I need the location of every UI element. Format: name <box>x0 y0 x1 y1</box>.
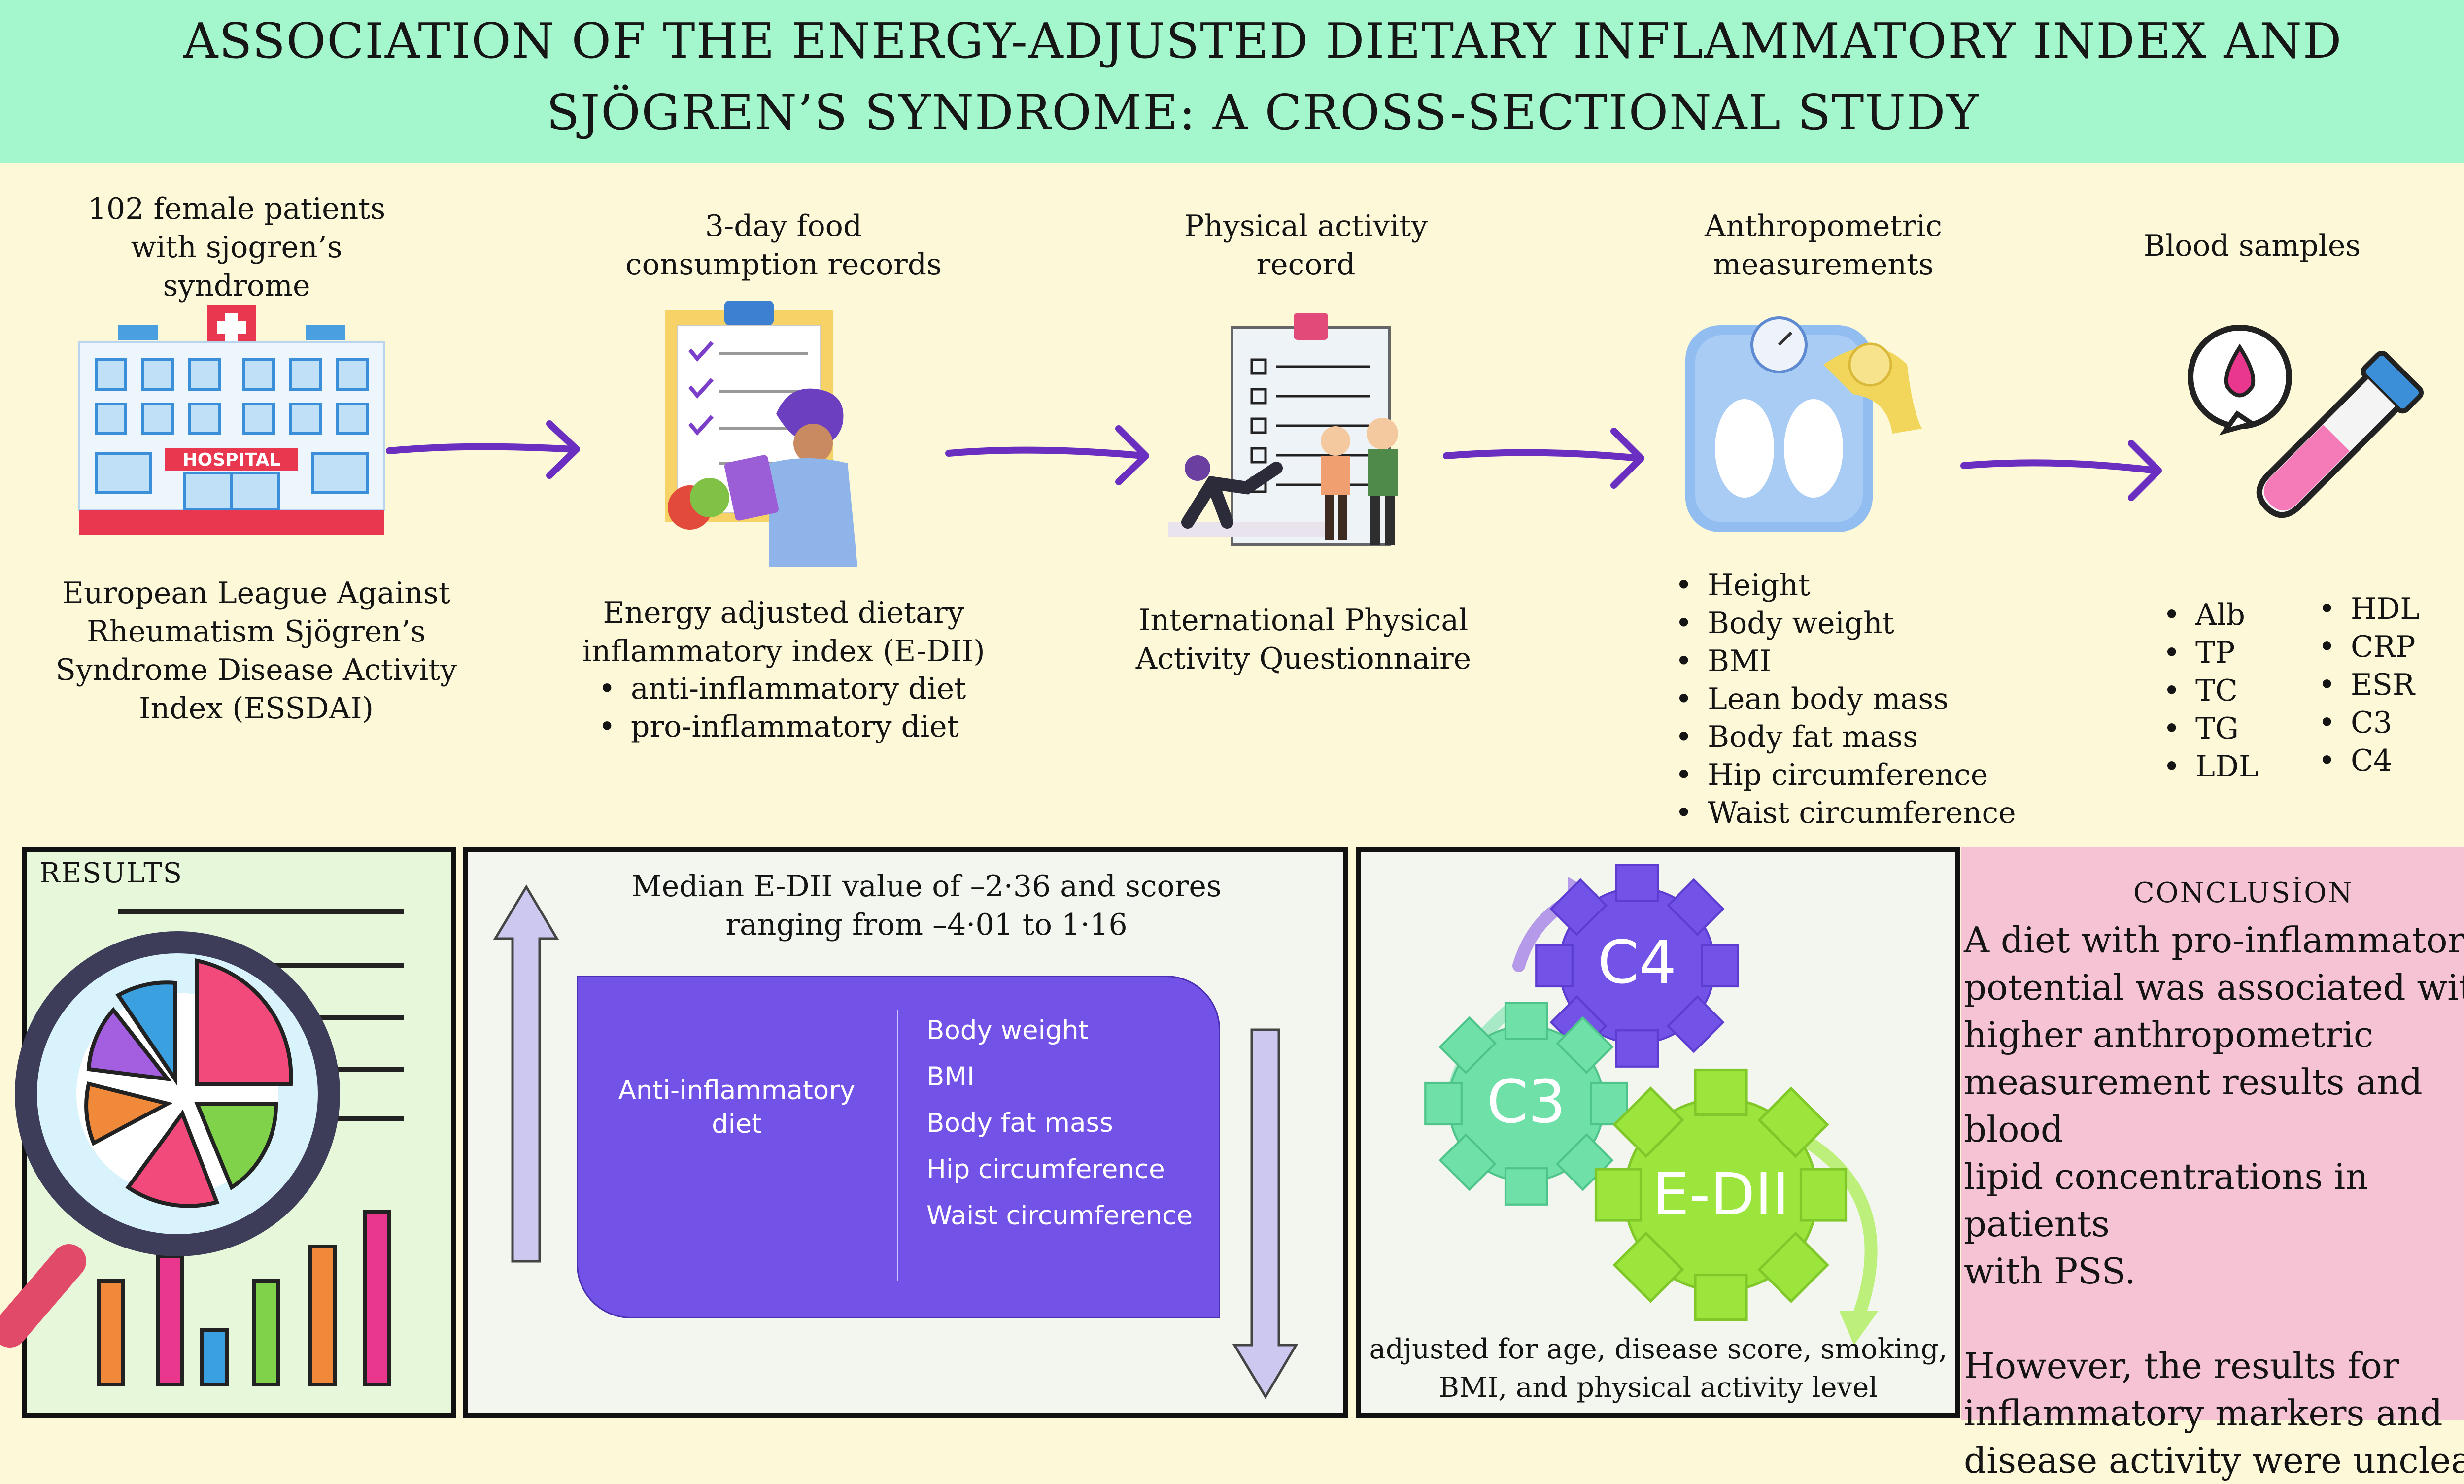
step-5-label: Blood samples <box>2060 227 2444 265</box>
list-item: BMI <box>926 1062 975 1092</box>
conclusion-panel <box>1961 847 2464 1420</box>
list-item: Lean body mass <box>1675 680 2151 718</box>
conclusion-line: A diet with pro-inflammatory <box>1964 919 2464 961</box>
conclusion-line: However, the results for <box>1964 1345 2399 1386</box>
box-item-list: Body weight BMI Body fat mass Hip circum… <box>926 1008 1212 1239</box>
step-1-label: 102 female patients with sjogren’s syndr… <box>64 190 409 305</box>
arrow-1 <box>386 443 578 454</box>
list-item: CRP <box>2318 628 2464 666</box>
list-item: C3 <box>2318 704 2464 742</box>
anthropometric-list: Height Body weight BMI Lean body mass Bo… <box>1668 567 2151 832</box>
conclusion-heading: CONCLUSİON <box>2133 877 2354 909</box>
conclusion-line: disease activity were unclear <box>1964 1440 2464 1481</box>
gear-edii-label: E-DII <box>1652 1160 1789 1228</box>
step-2-desc-line: inflammatory index (E-DII) <box>582 634 985 669</box>
conclusion-line: lipid concentrations in patients <box>1964 1156 2368 1245</box>
results-magnifier-icon <box>0 909 404 1386</box>
step-2-desc-line: Energy adjusted dietary <box>603 596 964 630</box>
step-1-label-line: 102 female patients <box>87 192 386 226</box>
conclusion-line: inflammatory markers and <box>1964 1392 2443 1434</box>
adjusted-line: BMI, and physical activity level <box>1438 1372 1878 1404</box>
list-item: pro-inflammatory diet <box>598 708 1074 746</box>
list-item: ESR <box>2318 666 2464 704</box>
scale-icon <box>1685 316 1922 532</box>
flow-arrows <box>386 420 2162 501</box>
blood-markers-list-1: Alb TP TC TG LDL <box>2156 596 2343 786</box>
list-item: Alb <box>2163 596 2343 634</box>
gear-c3-label: C3 <box>1487 1068 1566 1137</box>
list-item: Waist circumference <box>926 1201 1193 1231</box>
box-left-label: Anti-inflammatory diet <box>596 1074 877 1141</box>
list-item: Body weight <box>926 1015 1089 1046</box>
step-1-label-line: with sjogren’s <box>131 230 342 265</box>
step-1-desc-line: Rheumatism Sjögren’s <box>87 614 426 649</box>
list-item: Waist circumference <box>1675 794 2151 832</box>
list-item: Body fat mass <box>926 1108 1113 1138</box>
step-4-label-line: Anthropometric <box>1704 209 1943 243</box>
step-3-desc-line: International Physical <box>1138 603 1469 638</box>
list-item: BMI <box>1675 642 2151 680</box>
median-line: ranging from –4·01 to 1·16 <box>725 908 1128 942</box>
step-3-desc-line: Activity Questionnaire <box>1135 641 1472 676</box>
diet-type-list: anti-inflammatory diet pro-inflammatory … <box>591 670 1074 746</box>
trend-arrows <box>493 884 1299 1399</box>
adjusted-note: adjusted for age, disease score, smoking… <box>1360 1330 1956 1407</box>
step-4-label: Anthropometric measurements <box>1631 207 2016 284</box>
conclusion-line: potential was associated with <box>1964 967 2464 1008</box>
list-item: TC <box>2163 672 2343 710</box>
activity-record-icon <box>1168 313 1398 546</box>
list-item: Height <box>1675 567 2151 605</box>
box-left-line: Anti-inflammatory <box>618 1076 856 1106</box>
step-2-desc: Energy adjusted dietary inflammatory ind… <box>532 594 1035 671</box>
up-arrow-icon <box>493 884 559 1263</box>
step-1-desc-line: Index (ESSDAI) <box>138 691 374 726</box>
hospital-sign: HOSPITAL <box>182 450 280 470</box>
step-2-label-line: consumption records <box>625 247 942 282</box>
step-5-label-line: Blood samples <box>2143 229 2361 263</box>
step-1-desc: European League Against Rheumatism Sjögr… <box>39 574 473 728</box>
step-2-label: 3-day food consumption records <box>591 207 976 284</box>
list-item: TG <box>2163 710 2343 748</box>
diet-effect-box <box>577 976 1220 1318</box>
step-1-desc-line: European League Against <box>62 576 450 610</box>
conclusion-line: higher anthropometric <box>1964 1014 2374 1055</box>
list-item: Hip circumference <box>1675 756 2151 794</box>
adjusted-line: adjusted for age, disease score, smoking… <box>1369 1333 1948 1365</box>
results-label: RESULTS <box>39 857 183 889</box>
blood-markers-list-2: HDL CRP ESR C3 C4 <box>2311 590 2464 780</box>
conclusion-line: measurement results and blood <box>1964 1061 2423 1150</box>
list-item: Hip circumference <box>926 1154 1165 1184</box>
list-item: TP <box>2163 634 2343 672</box>
step-3-desc: International Physical Activity Question… <box>1074 601 1533 678</box>
box-left-line: diet <box>712 1109 762 1139</box>
blood-sample-icon <box>2188 325 2424 518</box>
hospital-icon: HOSPITAL <box>78 305 385 535</box>
page-title: ASSOCIATION OF THE ENERGY-ADJUSTED DIETA… <box>0 6 2464 149</box>
title-line-2: SJÖGREN’S SYNDROME: A CROSS-SECTIONAL ST… <box>546 85 1980 141</box>
title-line-1: ASSOCIATION OF THE ENERGY-ADJUSTED DIETA… <box>183 13 2343 69</box>
food-record-icon <box>665 301 857 567</box>
gears-icon: C4 C3 E-DII <box>1356 847 1879 1345</box>
title-band <box>0 0 2464 163</box>
step-1-desc-line: Syndrome Disease Activity <box>55 653 457 687</box>
step-2-label-line: 3-day food <box>705 209 862 243</box>
down-arrow-icon <box>1232 1028 1299 1399</box>
step-4-label-line: measurements <box>1713 247 1934 282</box>
step-3-label-line: Physical activity <box>1184 209 1428 243</box>
step-3-label-line: record <box>1256 247 1356 282</box>
list-item: LDL <box>2163 748 2343 786</box>
list-item: Body weight <box>1675 605 2151 642</box>
conclusion-text: A diet with pro-inflammatory potential w… <box>1964 916 2464 1484</box>
step-3-label: Physical activity record <box>1114 207 1498 284</box>
conclusion-line: with PSS. <box>1964 1250 2136 1292</box>
median-line: Median E-DII value of –2·36 and scores <box>631 869 1222 904</box>
box-divider <box>897 1010 898 1281</box>
step-1-label-line: syndrome <box>163 269 310 303</box>
gear-c4-label: C4 <box>1598 929 1677 997</box>
median-text: Median E-DII value of –2·36 and scores r… <box>513 867 1340 944</box>
list-item: C4 <box>2318 742 2464 780</box>
list-item: Body fat mass <box>1675 718 2151 756</box>
list-item: HDL <box>2318 590 2464 628</box>
list-item: anti-inflammatory diet <box>598 670 1074 708</box>
